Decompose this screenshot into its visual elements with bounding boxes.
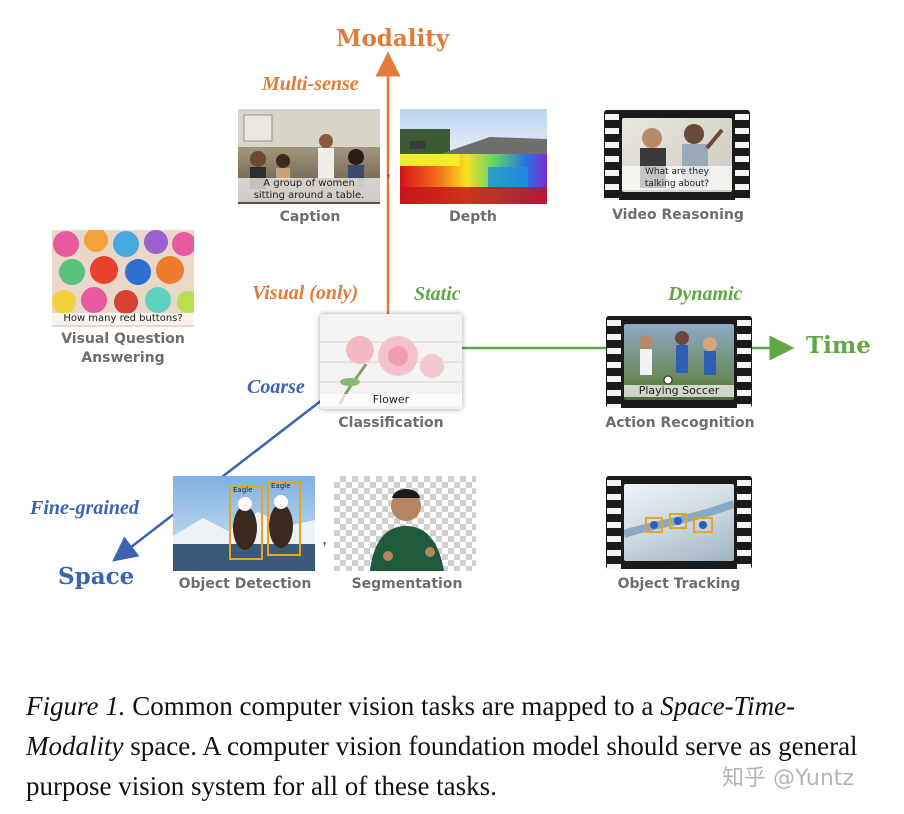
video-reasoning-task-label: Video Reasoning	[612, 207, 744, 223]
figure-number: Figure 1.	[26, 691, 126, 721]
watermark: 知乎 @Yuntz	[722, 766, 854, 791]
video-reasoning-filmstrip: What are they talking about?	[604, 110, 750, 200]
coarse-label: Coarse	[247, 376, 305, 398]
video-reasoning-overlay-text: What are they talking about?	[622, 166, 732, 190]
action-overlay-text: Playing Soccer	[624, 385, 734, 397]
depth-task-label: Depth	[449, 209, 497, 225]
visual-only-label: Visual (only)	[252, 282, 359, 304]
object-detection-task-label: Object Detection	[178, 576, 312, 592]
segmentation-task-label: Segmentation	[351, 576, 463, 592]
action-recognition-task-label: Action Recognition	[605, 415, 755, 431]
depth-image	[400, 109, 547, 204]
caption-italic-term: Space-Time-Modality	[26, 691, 796, 761]
classification-thumbnail: Flower	[320, 314, 462, 409]
vqa-task-label-line1: Visual Question	[61, 331, 185, 347]
classification-task-label: Classification	[338, 415, 444, 431]
task-separator: ,	[386, 160, 392, 180]
multi-sense-label: Multi-sense	[262, 73, 359, 95]
depth-thumbnail	[400, 109, 547, 204]
vqa-thumbnail: How many red buttons?	[52, 230, 194, 327]
space-axis-title: Space	[58, 563, 135, 590]
tracking-image	[624, 500, 734, 538]
dynamic-label: Dynamic	[668, 283, 743, 305]
vqa-task-label-line2: Answering	[81, 350, 165, 366]
caption-thumbnail: A group of women sitting around a table.	[238, 109, 380, 204]
figure-caption: Figure 1. Common computer vision tasks a…	[26, 686, 886, 806]
eagle-label-2: Eagle	[271, 482, 291, 490]
segmented-person-image	[370, 489, 444, 571]
flower-image	[320, 314, 462, 409]
eagle-label-1: Eagle	[233, 486, 253, 494]
eagle-bbox-2: Eagle	[267, 482, 301, 556]
object-detection-thumbnail: Eagle Eagle	[173, 476, 315, 571]
caption-text-part2: space. A computer vision foundation mode…	[26, 731, 858, 801]
caption-overlay-text: A group of women sitting around a table.	[238, 178, 380, 202]
task-separator: ,	[322, 528, 328, 548]
caption-text-part1: Common computer vision tasks are mapped …	[125, 691, 661, 721]
time-axis-title: Time	[806, 332, 871, 359]
eagle-bbox-1: Eagle	[229, 486, 263, 560]
action-recognition-filmstrip: Playing Soccer	[606, 316, 752, 408]
segmentation-thumbnail	[334, 476, 476, 571]
object-tracking-task-label: Object Tracking	[617, 576, 741, 592]
modality-axis-title: Modality	[336, 25, 450, 52]
fine-grained-label: Fine-grained	[30, 497, 139, 519]
static-label: Static	[414, 283, 461, 305]
object-tracking-filmstrip	[606, 476, 752, 569]
caption-task-label: Caption	[279, 209, 341, 225]
buttons-image	[52, 230, 194, 314]
soccer-image	[639, 331, 717, 385]
classification-overlay-text: Flower	[320, 394, 462, 406]
vqa-overlay-text: How many red buttons?	[52, 313, 194, 325]
